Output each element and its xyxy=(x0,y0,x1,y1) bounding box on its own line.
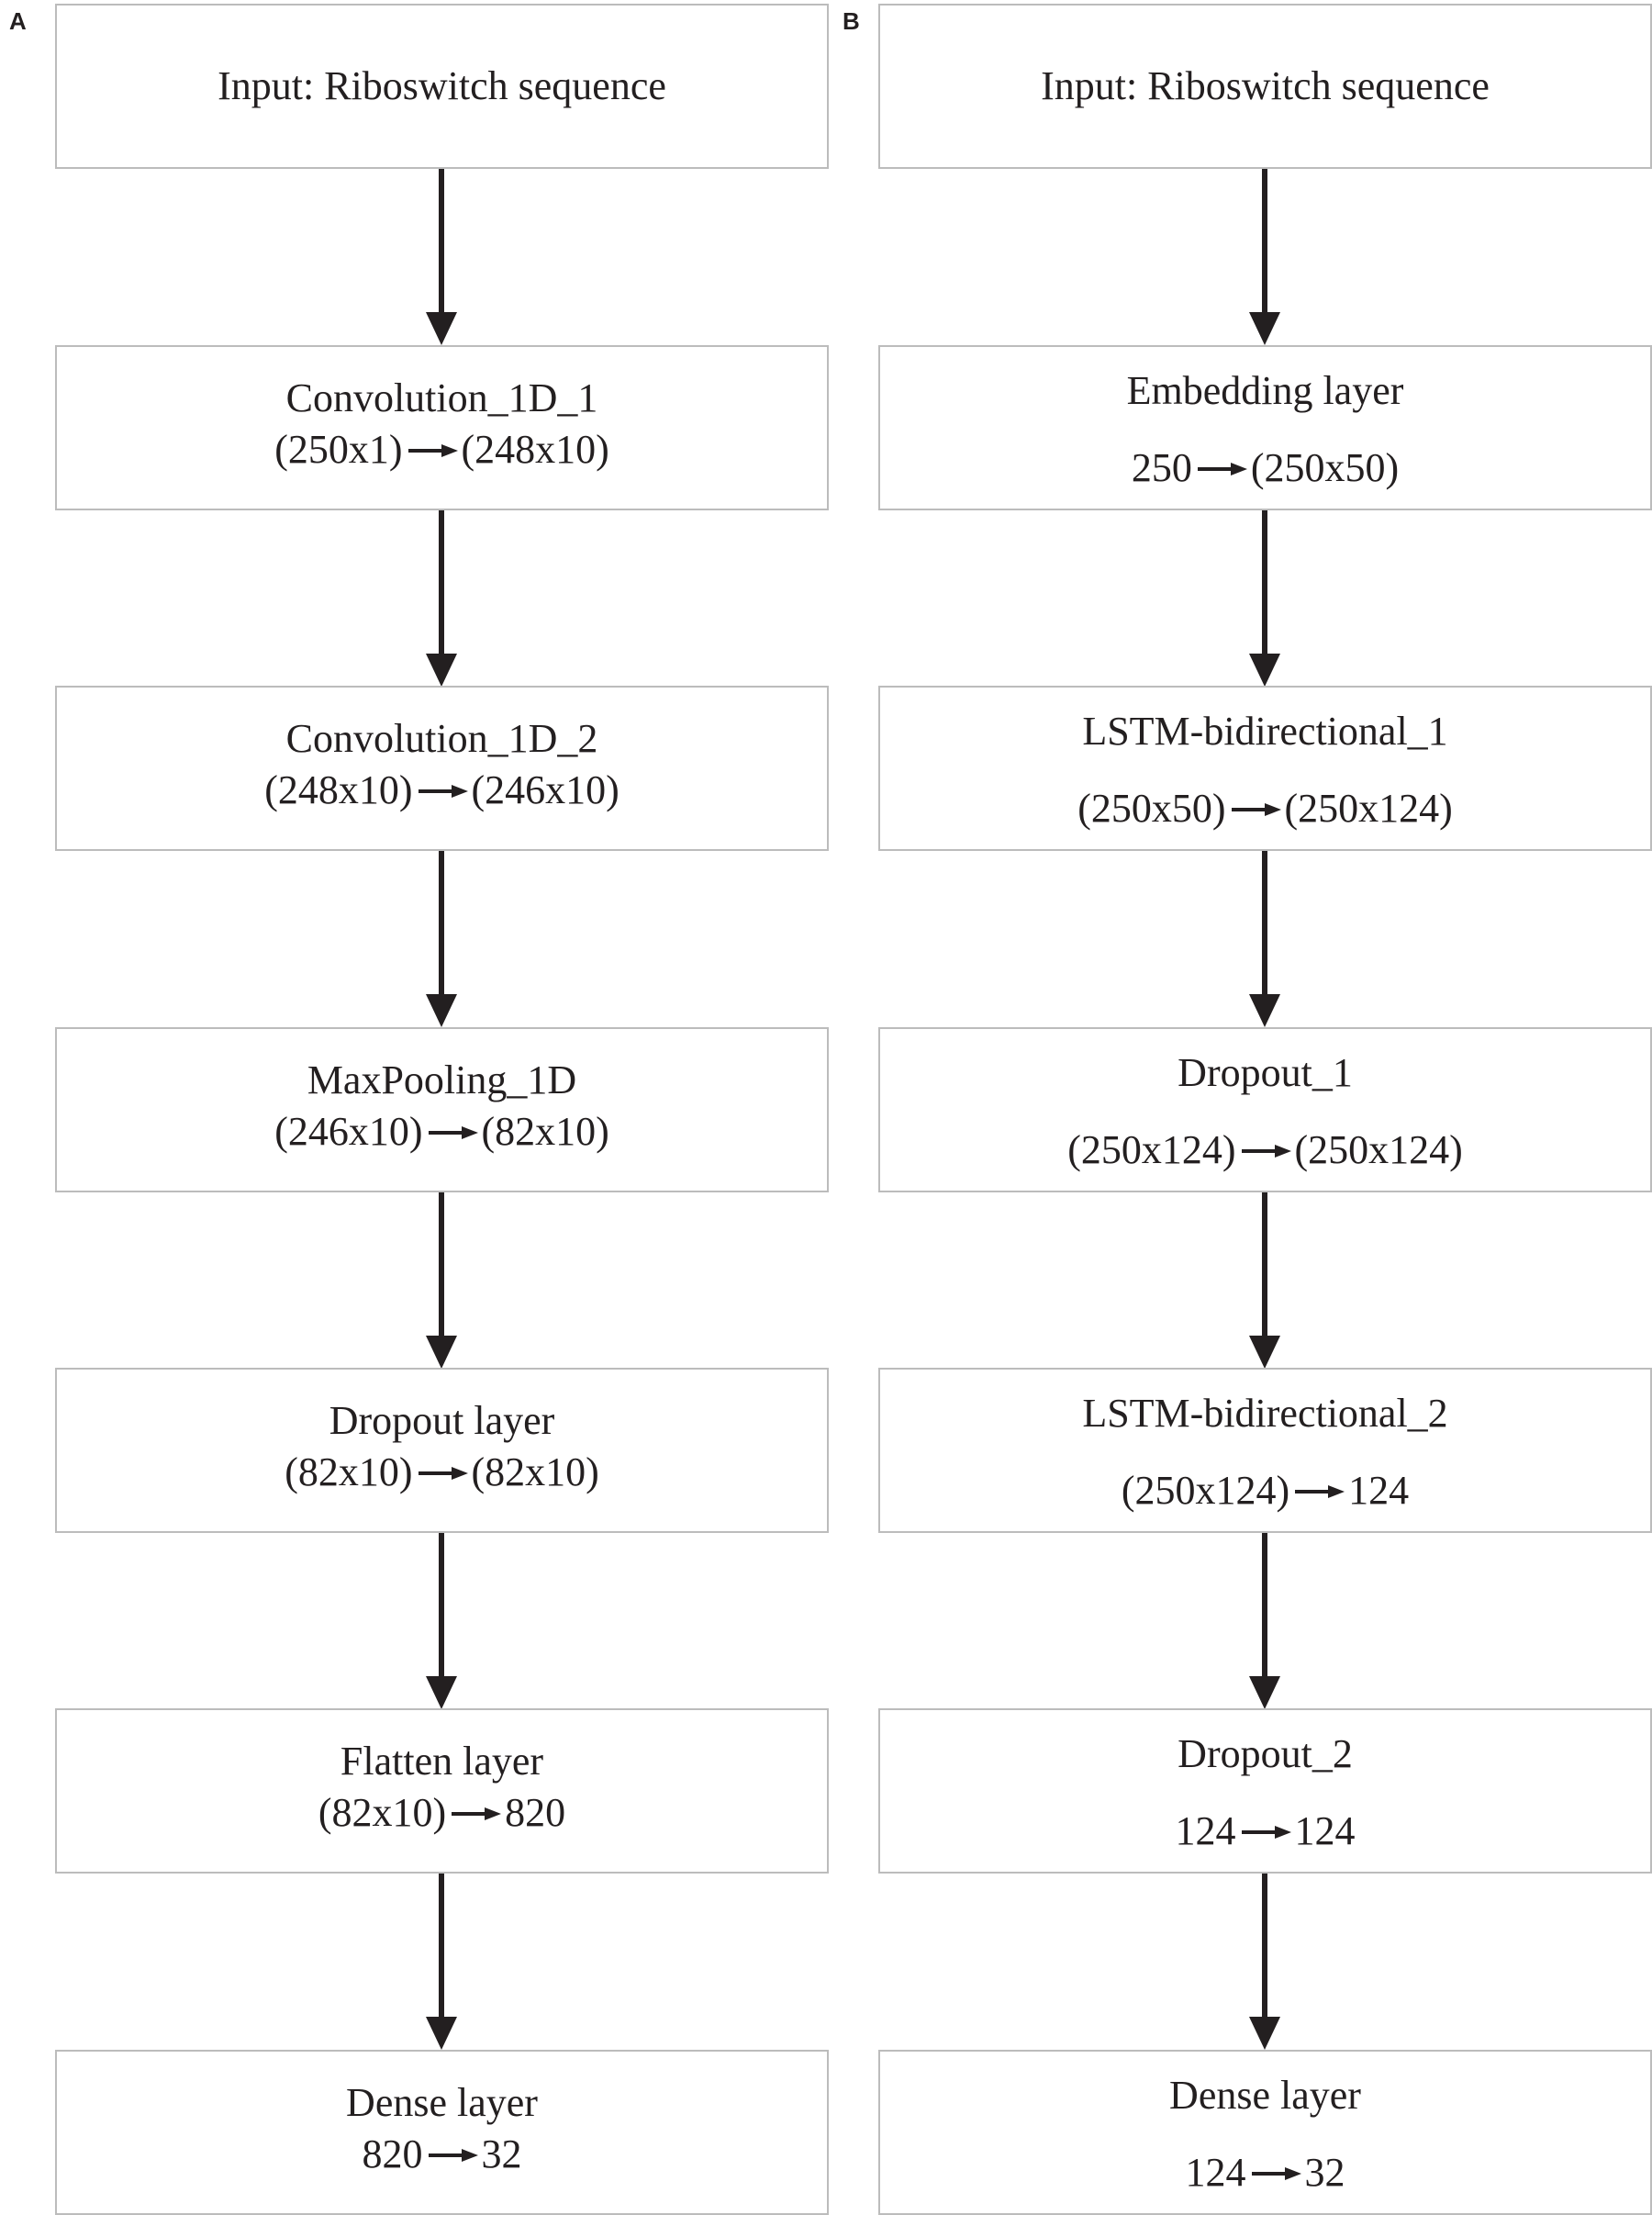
right-arrow-icon xyxy=(1197,462,1247,475)
right-arrow-icon xyxy=(407,443,458,457)
panel-label-a: A xyxy=(9,7,27,35)
input-shape: (250x50) xyxy=(1077,786,1226,831)
box-title: Embedding layer xyxy=(1126,368,1404,413)
box-input-b: Input: Riboswitch sequence xyxy=(878,4,1652,169)
box-dense-layer-b: Dense layer 124 32 xyxy=(878,2050,1652,2215)
output-shape: (248x10) xyxy=(461,427,609,472)
input-shape: 124 xyxy=(1175,1808,1236,1853)
output-shape: (246x10) xyxy=(471,767,620,812)
box-title: Flatten layer xyxy=(340,1739,544,1784)
right-arrow-icon xyxy=(1231,802,1281,816)
flow-arrow xyxy=(426,851,457,1027)
flow-arrow xyxy=(426,1874,457,2050)
right-arrow-icon xyxy=(452,1807,502,1820)
box-title: Input: Riboswitch sequence xyxy=(218,63,666,108)
flow-arrow xyxy=(1249,169,1280,345)
right-arrow-icon xyxy=(428,1125,478,1139)
box-maxpooling-1d: MaxPooling_1D (246x10) (82x10) xyxy=(55,1027,829,1192)
right-arrow-icon xyxy=(428,2148,478,2162)
box-title: Dense layer xyxy=(1169,2073,1361,2118)
box-title: Dropout layer xyxy=(329,1398,555,1443)
box-convolution-1d-2: Convolution_1D_2 (248x10) (246x10) xyxy=(55,686,829,851)
box-shape-transform: (250x124) 124 xyxy=(880,1465,1650,1516)
box-shape-transform: 124 32 xyxy=(880,2147,1650,2198)
input-shape: (82x10) xyxy=(318,1790,447,1835)
box-convolution-1d-1: Convolution_1D_1 (250x1) (248x10) xyxy=(55,345,829,510)
output-shape: 32 xyxy=(1304,2150,1345,2195)
box-shape-transform: (82x10) 820 xyxy=(57,1787,827,1839)
input-shape: 124 xyxy=(1185,2150,1246,2195)
box-lstm-bidirectional-1: LSTM-bidirectional_1 (250x50) (250x124) xyxy=(878,686,1652,851)
box-title: LSTM-bidirectional_2 xyxy=(1082,1391,1448,1436)
flow-arrow xyxy=(1249,1874,1280,2050)
box-shape-transform: (250x124) (250x124) xyxy=(880,1124,1650,1176)
flow-arrow xyxy=(1249,1533,1280,1709)
box-flatten-layer: Flatten layer (82x10) 820 xyxy=(55,1708,829,1874)
box-dense-layer-a: Dense layer 820 32 xyxy=(55,2050,829,2215)
output-shape: (250x50) xyxy=(1250,445,1400,490)
output-shape: 820 xyxy=(505,1790,566,1835)
box-input-a: Input: Riboswitch sequence xyxy=(55,4,829,169)
flow-arrow xyxy=(426,1533,457,1709)
box-title: Input: Riboswitch sequence xyxy=(1041,63,1490,108)
panel-label-b: B xyxy=(843,7,860,35)
right-arrow-icon xyxy=(1295,1484,1345,1498)
output-shape: (82x10) xyxy=(471,1449,599,1494)
box-title: Convolution_1D_1 xyxy=(285,375,598,420)
output-shape: 124 xyxy=(1294,1808,1356,1853)
box-title: LSTM-bidirectional_1 xyxy=(1082,709,1448,754)
input-shape: (82x10) xyxy=(285,1449,413,1494)
box-title: Dense layer xyxy=(346,2080,538,2125)
output-shape: (250x124) xyxy=(1284,786,1453,831)
output-shape: 32 xyxy=(481,2131,522,2176)
flow-arrow xyxy=(1249,510,1280,687)
box-dropout-layer: Dropout layer (82x10) (82x10) xyxy=(55,1368,829,1533)
panel-a-flowchart: Input: Riboswitch sequence Convolution_1… xyxy=(55,0,829,2215)
output-shape: 124 xyxy=(1348,1468,1410,1513)
output-shape: (250x124) xyxy=(1294,1127,1463,1172)
panel-b-flowchart: Input: Riboswitch sequence Embedding lay… xyxy=(878,0,1652,2215)
flow-arrow xyxy=(1249,1192,1280,1369)
right-arrow-icon xyxy=(418,784,468,798)
input-shape: 250 xyxy=(1131,445,1192,490)
right-arrow-icon xyxy=(1251,2166,1301,2180)
input-shape: 820 xyxy=(362,2131,423,2176)
input-shape: (248x10) xyxy=(264,767,413,812)
right-arrow-icon xyxy=(1241,1825,1291,1839)
flow-arrow xyxy=(426,1192,457,1369)
flow-arrow xyxy=(426,169,457,345)
output-shape: (82x10) xyxy=(481,1109,609,1154)
box-lstm-bidirectional-2: LSTM-bidirectional_2 (250x124) 124 xyxy=(878,1368,1652,1533)
input-shape: (246x10) xyxy=(274,1109,423,1154)
box-title: MaxPooling_1D xyxy=(307,1057,577,1102)
box-embedding-layer: Embedding layer 250 (250x50) xyxy=(878,345,1652,510)
flow-arrow xyxy=(426,510,457,687)
box-shape-transform: 124 124 xyxy=(880,1806,1650,1857)
input-shape: (250x1) xyxy=(274,427,403,472)
box-dropout-2: Dropout_2 124 124 xyxy=(878,1708,1652,1874)
box-dropout-1: Dropout_1 (250x124) (250x124) xyxy=(878,1027,1652,1192)
box-shape-transform: (82x10) (82x10) xyxy=(57,1447,827,1498)
box-shape-transform: (250x50) (250x124) xyxy=(880,783,1650,834)
input-shape: (250x124) xyxy=(1121,1468,1290,1513)
right-arrow-icon xyxy=(418,1466,468,1480)
input-shape: (250x124) xyxy=(1067,1127,1236,1172)
box-shape-transform: 820 32 xyxy=(57,2129,827,2180)
box-title: Dropout_2 xyxy=(1178,1731,1353,1776)
box-shape-transform: (246x10) (82x10) xyxy=(57,1106,827,1158)
box-shape-transform: (250x1) (248x10) xyxy=(57,424,827,475)
right-arrow-icon xyxy=(1241,1144,1291,1158)
box-title: Convolution_1D_2 xyxy=(285,716,598,761)
flow-arrow xyxy=(1249,851,1280,1027)
box-shape-transform: 250 (250x50) xyxy=(880,442,1650,494)
box-shape-transform: (248x10) (246x10) xyxy=(57,765,827,816)
box-title: Dropout_1 xyxy=(1178,1050,1353,1095)
